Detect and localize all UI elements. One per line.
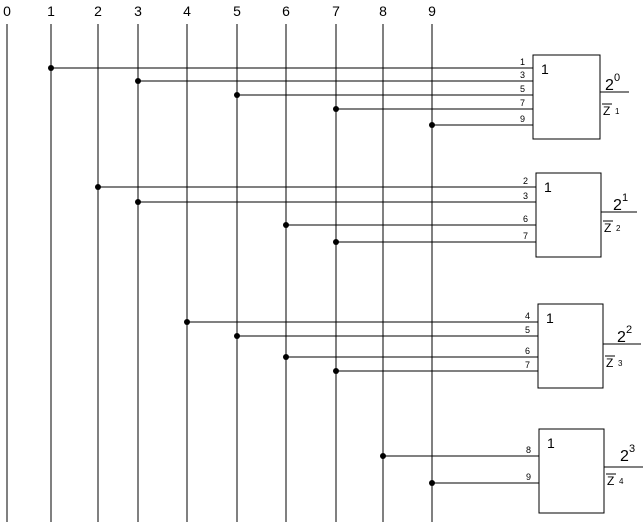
junction-dot: [234, 333, 240, 339]
output-variable-index: 1: [615, 107, 620, 116]
output-weight-base: 2: [613, 197, 622, 214]
output-variable-index: 4: [619, 477, 624, 486]
junction-dot: [429, 122, 435, 128]
output-weight-base: 2: [605, 77, 614, 94]
junction-dot: [184, 319, 190, 325]
output-variable-index: 3: [618, 359, 623, 368]
junction-dot: [333, 106, 339, 112]
gate-body: [532, 54, 601, 140]
output-weight-exponent: 2: [626, 324, 632, 336]
output-variable-index: 2: [616, 224, 621, 233]
input-label-8: 8: [526, 445, 531, 455]
input-label-3: 3: [520, 70, 525, 80]
bus-label-9: 9: [428, 3, 436, 19]
gate-function-label: 1: [541, 61, 549, 77]
input-label-4: 4: [525, 311, 530, 321]
output-weight-exponent: 3: [629, 443, 635, 455]
bus-label-2: 2: [94, 3, 102, 19]
input-bus-lines: [6, 24, 433, 522]
input-label-1: 1: [520, 57, 525, 67]
output-variable: Z: [603, 104, 610, 118]
output-weight-base: 2: [617, 329, 626, 346]
output-weight-exponent: 0: [614, 72, 620, 84]
junction-dot: [283, 222, 289, 228]
input-label-5: 5: [520, 84, 525, 94]
junction-dot: [283, 354, 289, 360]
junction-dot: [429, 480, 435, 486]
bus-label-3: 3: [134, 3, 142, 19]
gate-function-label: 1: [544, 179, 552, 195]
gate-function-label: 1: [546, 310, 554, 326]
bus-label-0: 0: [3, 3, 11, 19]
gate-body: [535, 172, 602, 258]
gate-function-label: 1: [547, 435, 555, 451]
bus-label-6: 6: [282, 3, 290, 19]
gate-body: [537, 303, 604, 389]
gate-body: [538, 428, 605, 514]
input-bus-labels: 0 1 2 3 4 5 6 7 8 9: [3, 3, 436, 19]
input-label-7: 7: [520, 98, 525, 108]
junction-dot: [333, 239, 339, 245]
input-label-9: 9: [526, 472, 531, 482]
junction-dot: [48, 65, 54, 71]
junction-dot: [135, 199, 141, 205]
input-label-6: 6: [525, 346, 530, 356]
bus-label-1: 1: [47, 3, 55, 19]
junction-dot: [234, 92, 240, 98]
output-weight-exponent: 1: [622, 192, 628, 204]
output-variable: Z: [607, 474, 614, 488]
output-variable: Z: [606, 356, 613, 370]
bus-label-7: 7: [332, 3, 340, 19]
input-label-2: 2: [523, 176, 528, 186]
output-weight-base: 2: [620, 448, 629, 465]
junction-dot: [95, 184, 101, 190]
input-label-5: 5: [525, 325, 530, 335]
bus-label-5: 5: [233, 3, 241, 19]
bus-label-4: 4: [183, 3, 191, 19]
input-label-6: 6: [523, 214, 528, 224]
input-label-7: 7: [523, 231, 528, 241]
input-label-3: 3: [523, 191, 528, 201]
input-label-9: 9: [520, 114, 525, 124]
bus-label-8: 8: [379, 3, 387, 19]
output-variable: Z: [604, 221, 611, 235]
input-label-7: 7: [525, 360, 530, 370]
junction-dot: [380, 453, 386, 459]
junction-dot: [135, 78, 141, 84]
junction-dot: [333, 368, 339, 374]
